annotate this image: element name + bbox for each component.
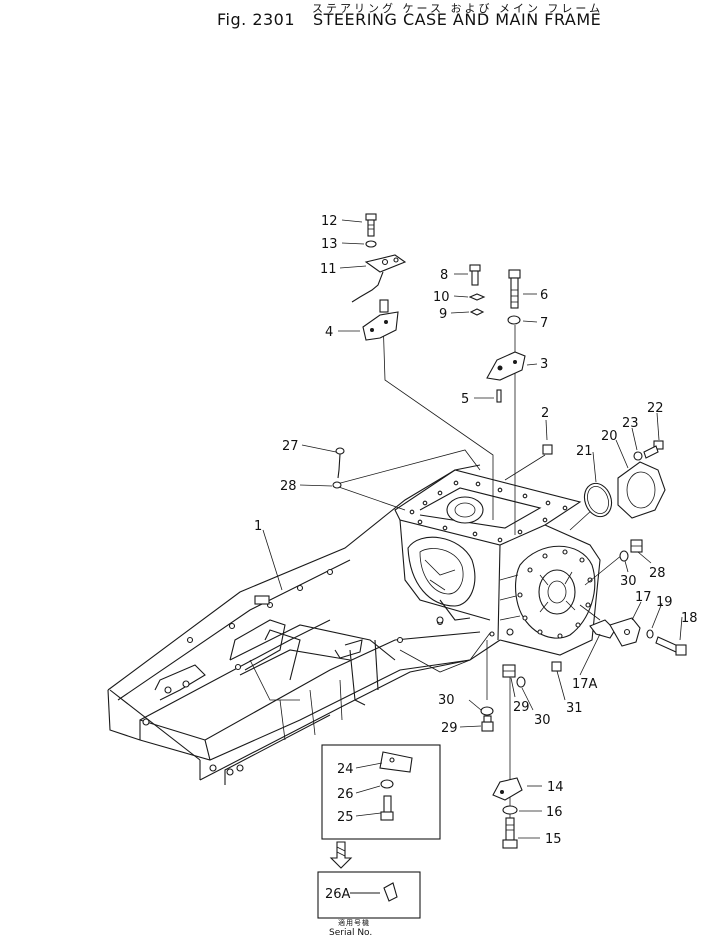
washer-23 <box>633 451 643 461</box>
washer-10 <box>468 293 486 301</box>
callout-1: 1 <box>254 519 262 534</box>
callout-labels: 12 13 11 4 8 10 9 6 7 3 5 2 27 28 1 21 2… <box>254 214 698 902</box>
bolt-12 <box>365 213 377 237</box>
callout-28-right: 28 <box>649 566 666 581</box>
inset-box-lower <box>321 744 441 840</box>
callout-11: 11 <box>320 262 337 277</box>
callout-2: 2 <box>541 406 549 421</box>
bolt-15 <box>502 817 518 849</box>
callout-16: 16 <box>546 805 563 820</box>
callout-30-lower: 30 <box>438 693 455 708</box>
callout-21: 21 <box>576 444 593 459</box>
dipstick-27 <box>335 447 345 479</box>
callout-29-lower: 29 <box>441 721 458 736</box>
callout-leaders <box>262 219 683 839</box>
serial-arrow-icon <box>329 841 353 869</box>
callout-6: 6 <box>540 288 548 303</box>
serial-jp-label: 適用号機 <box>338 919 370 927</box>
bolt-18 <box>655 636 687 656</box>
plug-2 <box>542 444 553 455</box>
callout-10: 10 <box>433 290 450 305</box>
plug-29-lower <box>481 715 494 732</box>
clamp-14 <box>492 777 523 801</box>
callout-26a: 26A <box>325 887 351 902</box>
callout-14: 14 <box>547 780 564 795</box>
callout-17a: 17A <box>572 677 598 692</box>
callout-4: 4 <box>325 325 333 340</box>
callout-20: 20 <box>601 429 618 444</box>
callout-15: 15 <box>545 832 562 847</box>
inset-box-26a <box>317 871 421 919</box>
bolt-25 <box>380 795 394 821</box>
callout-22: 22 <box>647 401 664 416</box>
callout-28-top: 28 <box>280 479 297 494</box>
main-frame <box>107 464 501 785</box>
callout-12: 12 <box>321 214 338 229</box>
clamp-3 <box>486 351 526 381</box>
callout-3: 3 <box>540 357 548 372</box>
washer-9 <box>469 308 485 316</box>
callout-23: 23 <box>622 416 639 431</box>
bolt-6 <box>508 269 521 309</box>
o-ring-21 <box>583 482 613 518</box>
clamp-4 <box>362 299 399 341</box>
washer-7 <box>507 315 521 325</box>
assembly-leader-lines <box>332 317 623 822</box>
callout-24: 24 <box>337 762 354 777</box>
callout-19: 19 <box>656 595 673 610</box>
bracket-11 <box>351 254 407 303</box>
cover-20 <box>617 461 666 519</box>
callout-5: 5 <box>461 392 469 407</box>
plate-17 <box>609 617 641 647</box>
callout-8: 8 <box>440 268 448 283</box>
callout-31: 31 <box>566 701 583 716</box>
callout-29-center: 29 <box>513 700 530 715</box>
plate-17a <box>589 619 616 639</box>
japanese-title: ステアリング ケース および メイン フレーム <box>312 2 604 15</box>
serial-label: Serial No. <box>329 928 373 938</box>
callout-9: 9 <box>439 307 447 322</box>
washer-16 <box>502 805 518 815</box>
figure-number: Fig. 2301 <box>217 10 296 29</box>
callout-25: 25 <box>337 810 354 825</box>
callout-7: 7 <box>540 316 548 331</box>
o-ring-30-center <box>516 676 526 688</box>
callout-30-right: 30 <box>620 574 637 589</box>
callout-18: 18 <box>681 611 698 626</box>
steering-case <box>394 469 601 656</box>
o-ring-28-top <box>332 481 342 489</box>
washer-26 <box>380 779 394 789</box>
plug-31 <box>551 661 562 672</box>
bolt-22 <box>643 440 664 459</box>
pin-5 <box>496 389 502 403</box>
figure-title: STEERING CASE AND MAIN FRAME <box>313 10 602 29</box>
o-ring-30-lower <box>480 706 494 716</box>
callout-30-center: 30 <box>534 713 551 728</box>
callout-13: 13 <box>321 237 338 252</box>
bolt-8 <box>469 264 481 286</box>
plug-29-center <box>502 664 516 678</box>
callout-17: 17 <box>635 590 652 605</box>
plate-24 <box>379 751 413 773</box>
callout-26: 26 <box>337 787 354 802</box>
plug-28-right <box>630 539 643 553</box>
washer-13 <box>365 240 377 248</box>
o-ring-30-right <box>619 550 629 562</box>
washer-19 <box>646 629 654 639</box>
callout-27: 27 <box>282 439 299 454</box>
